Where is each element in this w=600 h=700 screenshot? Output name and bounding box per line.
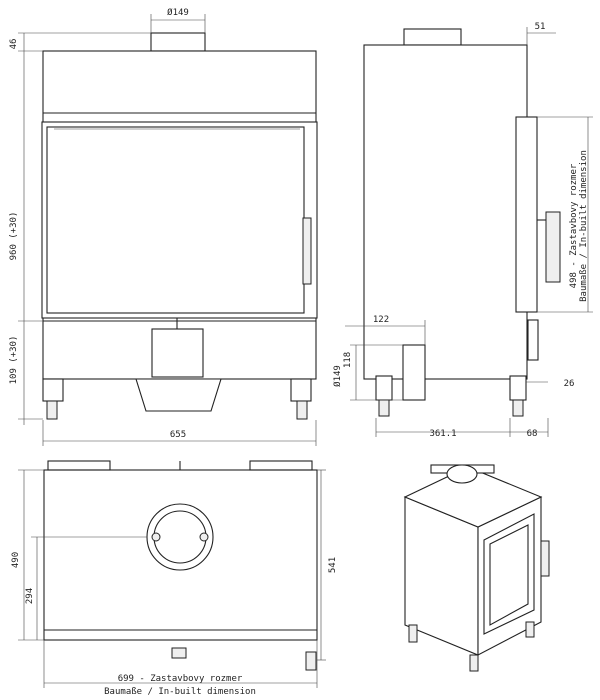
front-dimensions: Ø149 46 960 (+30) 109 (+30) 655 <box>9 7 317 446</box>
iso-foot-1 <box>408 624 418 643</box>
top-height-label: 490 <box>11 552 21 568</box>
side-air-intake <box>402 344 426 401</box>
top-handle <box>171 647 187 659</box>
top-left-tab <box>47 460 111 471</box>
side-flue-height-label: 118 <box>343 352 353 368</box>
side-foot-depth-label: 68 <box>527 429 538 439</box>
front-height-label: 960 (+30) <box>9 212 19 261</box>
top-view <box>43 460 318 671</box>
top-center-label: 294 <box>25 588 35 604</box>
front-right-leg <box>290 378 312 402</box>
top-foot <box>305 651 317 671</box>
top-flue-bolt-left <box>151 532 161 542</box>
isometric-view <box>403 464 550 672</box>
top-flue-bolt-right <box>199 532 209 542</box>
side-door-handle <box>545 211 561 283</box>
top-inbuilt-label: 699 - Zastavbovy rozmer <box>118 674 243 684</box>
iso-flue-collar <box>446 464 478 484</box>
iso-door <box>483 513 535 635</box>
side-depth-label: 361.1 <box>429 429 456 439</box>
front-door-handle <box>302 217 312 285</box>
front-door-frame <box>41 121 318 319</box>
side-dimensions: 51 498 - Zastavbovy rozmer Baumaße / In-… <box>332 22 593 439</box>
front-width-label: 655 <box>170 430 186 440</box>
side-flue-diameter-label: Ø149 <box>332 365 343 387</box>
side-flue-offset-label: 122 <box>373 315 389 325</box>
side-feet-offset-label: 26 <box>564 379 575 389</box>
iso-handle <box>540 540 550 577</box>
side-left-leg <box>375 375 393 401</box>
side-body <box>363 44 528 380</box>
top-dimensions: 490 294 541 699 - Zastavbovy rozmer Baum… <box>11 469 338 697</box>
side-top-offset-label: 51 <box>535 22 546 32</box>
side-inbuilt-label: 498 - Zastavbovy rozmer <box>569 163 579 288</box>
side-right-foot <box>512 399 524 417</box>
side-air-slot <box>527 319 539 361</box>
side-door-profile <box>515 116 538 313</box>
front-right-foot <box>296 400 308 420</box>
front-base-height-label: 109 (+30) <box>9 336 19 385</box>
front-top-offset-label: 46 <box>9 39 19 50</box>
iso-glass <box>489 524 529 626</box>
iso-top-face <box>403 466 543 528</box>
side-inbuilt-label2: Baumaße / In-built dimension <box>579 150 589 302</box>
front-flue-diameter-label: Ø149 <box>167 7 189 18</box>
iso-foot-2 <box>469 654 479 672</box>
front-left-foot <box>46 400 58 420</box>
front-ash-tray <box>135 378 222 412</box>
front-flue-collar <box>150 32 206 52</box>
side-right-leg <box>509 375 527 401</box>
side-left-foot <box>378 399 390 417</box>
front-air-box <box>151 328 204 378</box>
side-view <box>363 28 561 417</box>
top-right-tab <box>249 460 313 471</box>
top-inbuilt-label2: Baumaße / In-built dimension <box>104 687 256 697</box>
top-width-total-label: 541 <box>328 557 338 573</box>
iso-foot-3 <box>525 621 535 638</box>
front-left-leg <box>42 378 64 402</box>
front-view <box>41 32 318 420</box>
side-flue-collar <box>403 28 462 46</box>
top-body <box>43 469 318 641</box>
